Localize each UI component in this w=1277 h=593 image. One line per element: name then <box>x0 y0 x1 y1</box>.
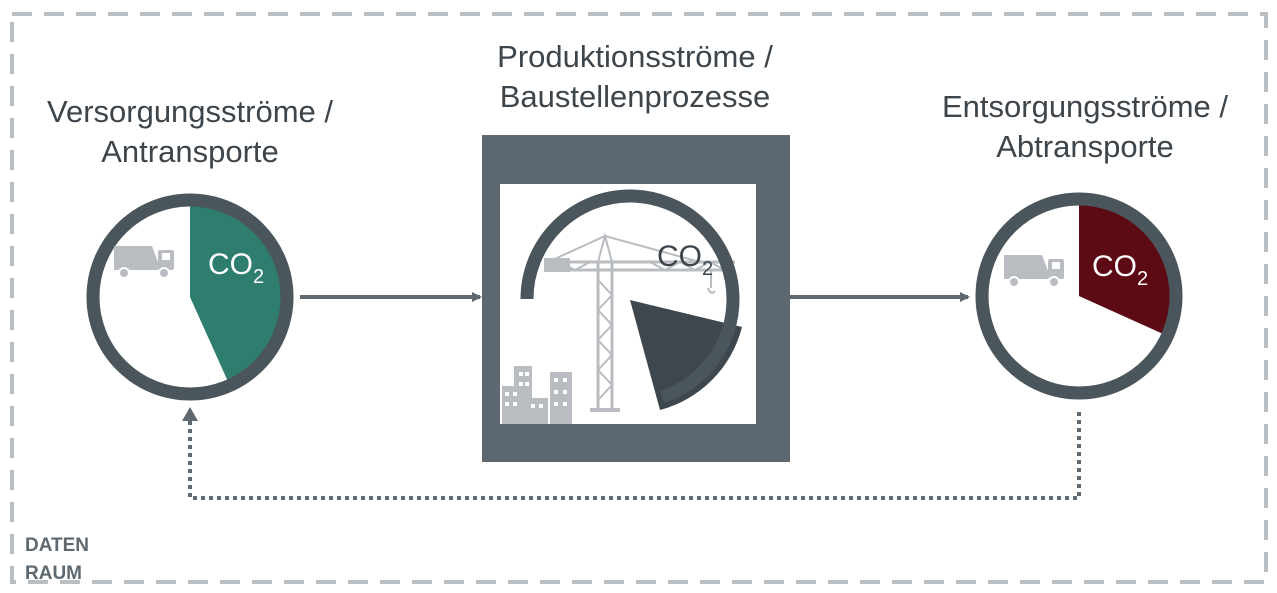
svg-text:CO2: CO2 <box>208 248 264 288</box>
production-co2-subscript: 2 <box>702 258 713 280</box>
production-title-line-2: Baustellenprozesse <box>499 79 771 114</box>
data-space-label-line-1: DATEN <box>25 535 90 556</box>
disposal-title-line-1: Entsorgungsströme / <box>941 89 1229 124</box>
supply-title: Versorgungsströme / Antransporte <box>25 92 355 172</box>
production-inner <box>500 184 756 424</box>
disposal-title: Entsorgungsströme / Abtransporte <box>920 87 1250 167</box>
production-title-line-1: Produktionsströme / <box>497 39 773 74</box>
svg-text:CO2: CO2 <box>657 240 713 280</box>
disposal-co2-subscript: 2 <box>1137 268 1148 290</box>
data-space-label: DATEN RAUM <box>25 532 89 588</box>
production-co2-label: CO <box>657 240 702 273</box>
buildings-icon <box>502 366 572 424</box>
production-box: CO2 <box>482 135 790 462</box>
recycling-feedback-loop <box>188 412 1081 500</box>
disposal-circle: CO2 <box>975 192 1183 400</box>
supply-co2-segment <box>190 199 289 386</box>
truck-icon <box>1004 255 1064 288</box>
disposal-ring <box>975 192 1183 400</box>
feedback-arrowhead <box>182 407 198 421</box>
supply-title-line-2: Antransporte <box>101 134 279 169</box>
production-ring <box>520 189 740 404</box>
supply-co2-label: CO <box>208 248 253 281</box>
data-space-boundary <box>10 12 1268 584</box>
supply-co2-subscript: 2 <box>253 266 264 288</box>
supply-ring <box>86 193 294 401</box>
production-title: Produktionsströme / Baustellenprozesse <box>470 37 800 117</box>
disposal-title-line-2: Abtransporte <box>996 129 1174 164</box>
production-co2-segment <box>630 300 742 410</box>
supply-circle: CO2 <box>86 193 294 401</box>
crane-icon <box>545 232 735 412</box>
svg-text:CO2: CO2 <box>1092 250 1148 290</box>
crane-counterweight <box>544 258 570 272</box>
data-space-label-line-2: RAUM <box>25 563 82 584</box>
truck-icon <box>114 246 174 279</box>
disposal-co2-label: CO <box>1092 250 1137 283</box>
supply-title-line-1: Versorgungsströme / <box>46 94 334 129</box>
